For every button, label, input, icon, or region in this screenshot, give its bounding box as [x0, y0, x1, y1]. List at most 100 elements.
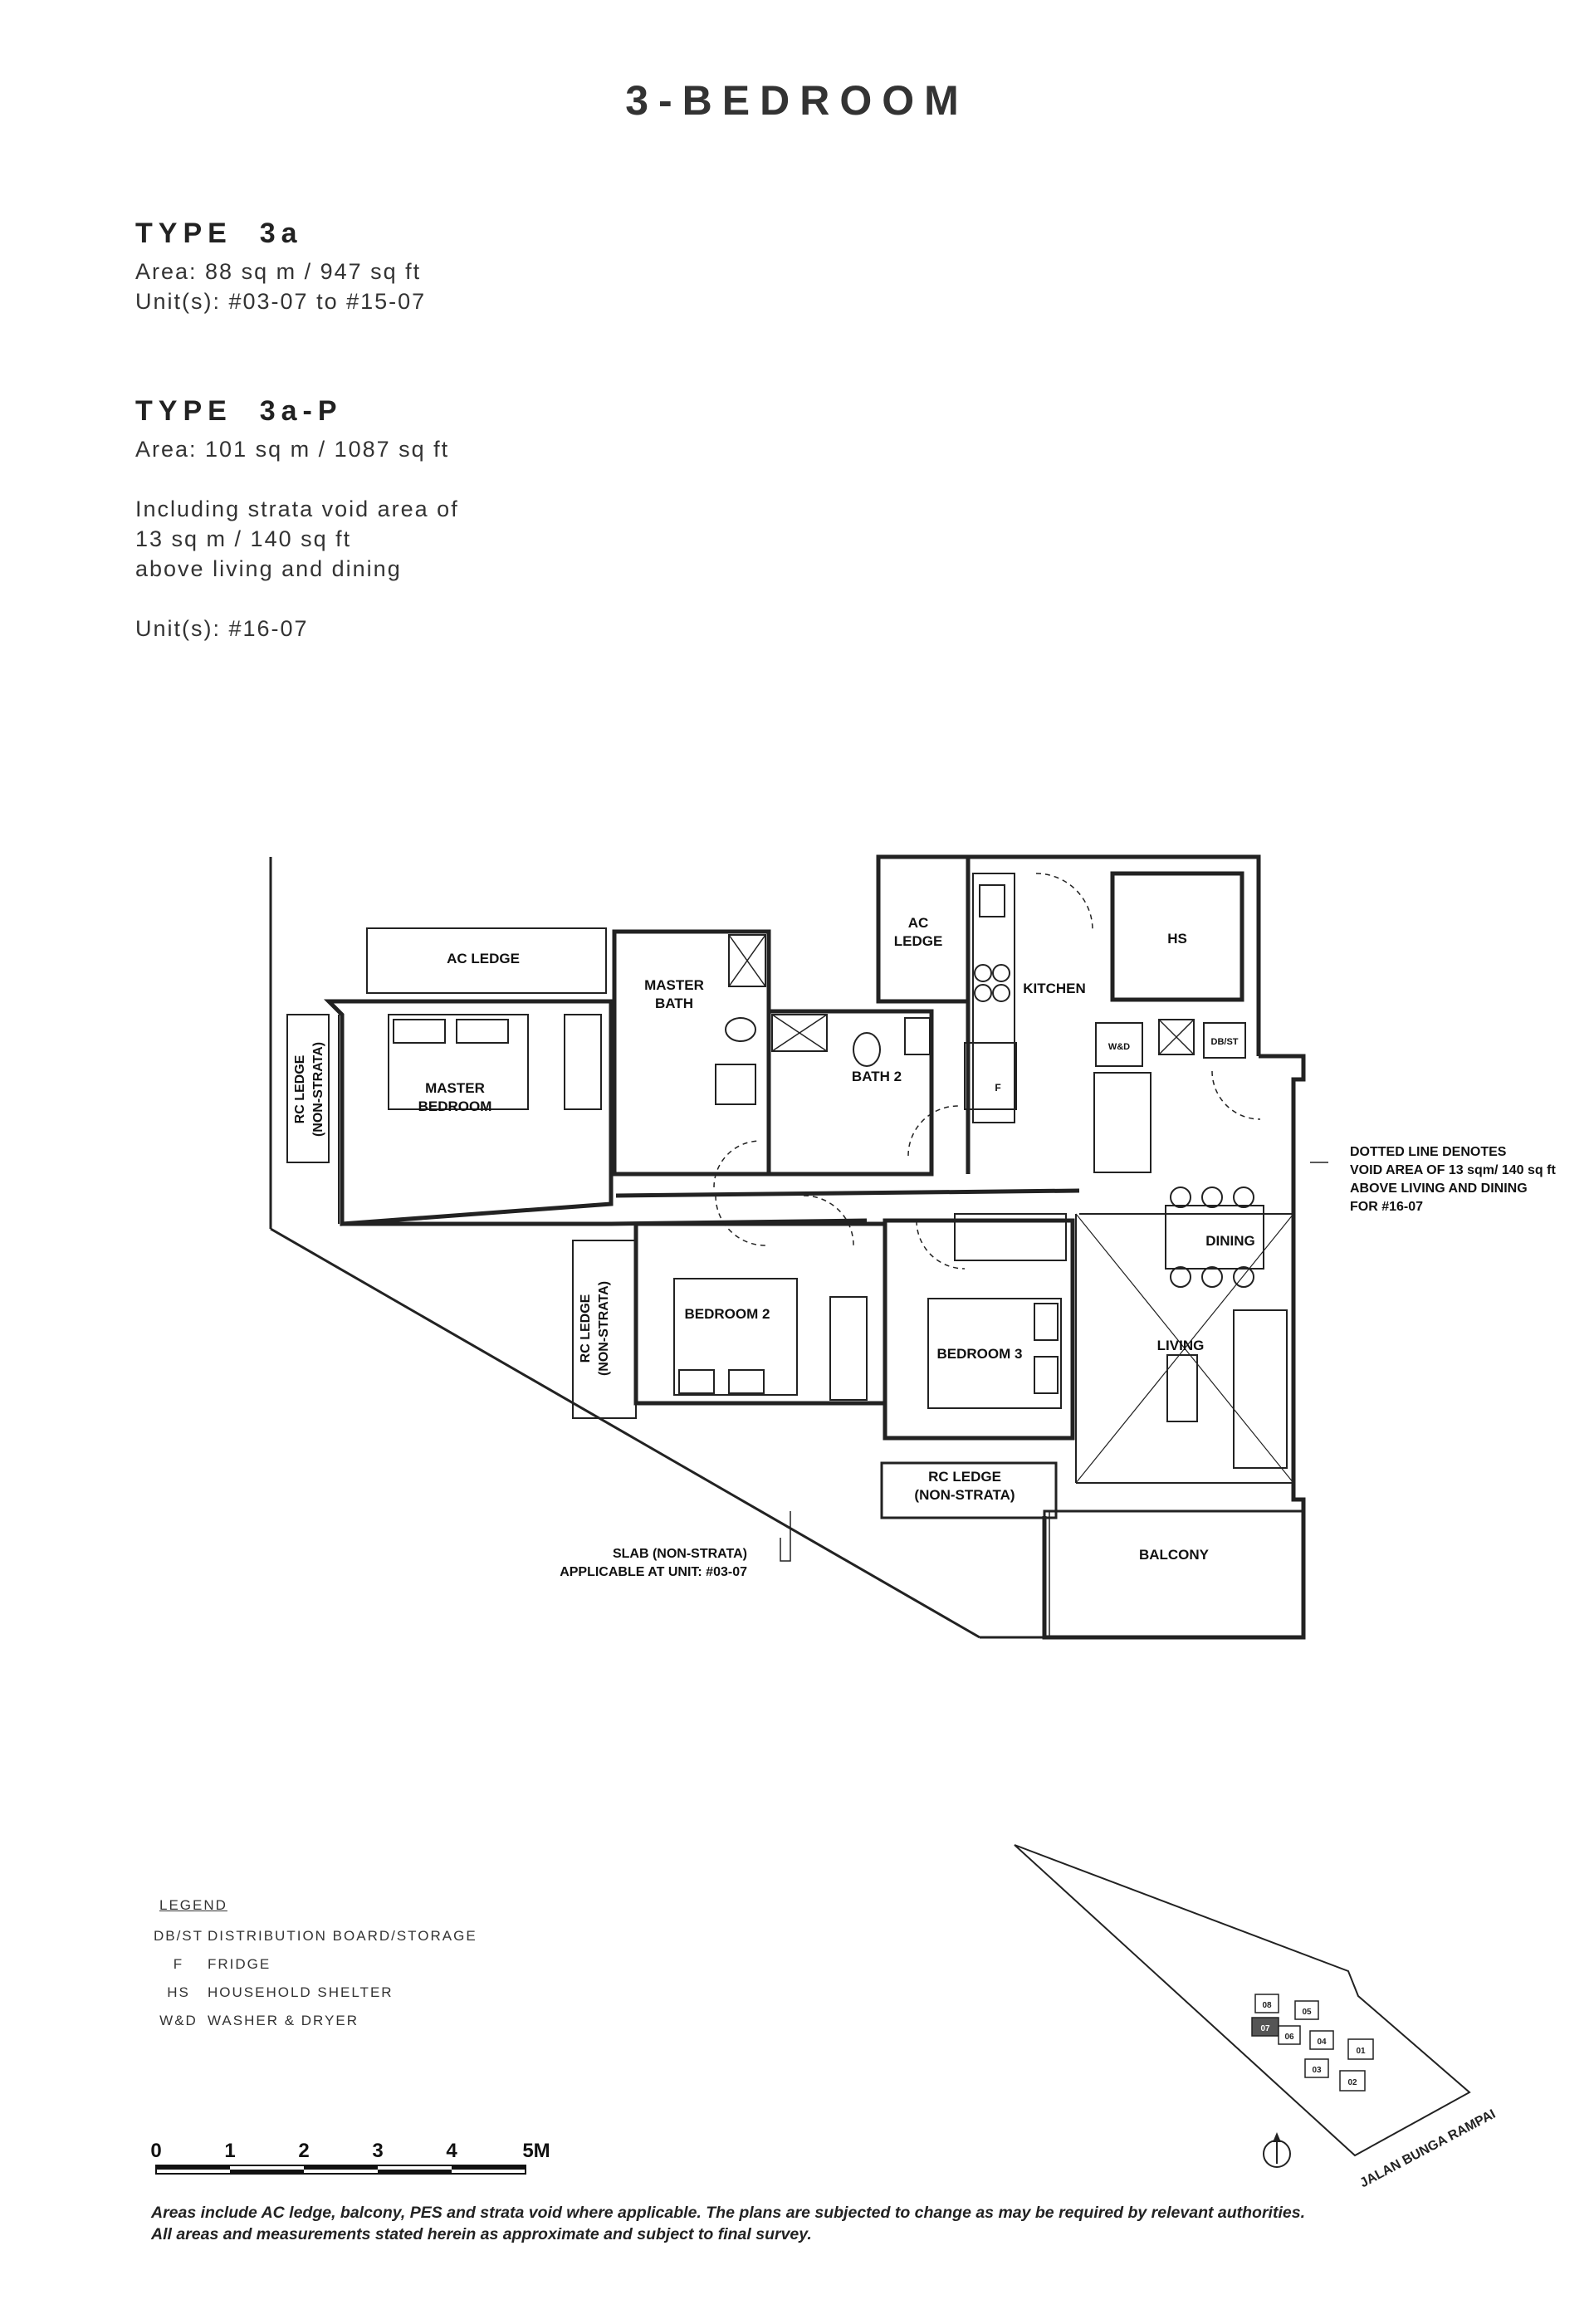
- key-unit-08: [1254, 1994, 1279, 2013]
- legend-title: LEGEND: [159, 1897, 227, 1913]
- type-3a-heading: TYPE 3a: [135, 218, 303, 249]
- label-ac-ledge-top-1: AC: [908, 915, 929, 931]
- legend-item: W&D WASHER & DRYER: [149, 2013, 581, 2041]
- type-3a-p-area: Area: 101 sq m / 1087 sq ft: [135, 437, 450, 462]
- key-unit-05: [1294, 2000, 1319, 2020]
- key-unit-01: [1347, 2038, 1374, 2060]
- master-bedroom-walls: [323, 999, 614, 1226]
- footnote-1: Areas include AC ledge, balcony, PES and…: [151, 2204, 1305, 2222]
- legend-abbr: W&D: [159, 2013, 198, 2028]
- kitchen-outer-walls: [878, 854, 1261, 1056]
- legend-item: HS HOUSEHOLD SHELTER: [149, 1984, 581, 2013]
- household-shelter: [1110, 871, 1244, 1002]
- label-living: LIVING: [1157, 1338, 1205, 1353]
- label-rc-ledge-mid-1: RC LEDGE: [579, 1294, 593, 1363]
- kitchen-counter: [972, 873, 1015, 1123]
- key-unit-label-02: 02: [1347, 2078, 1357, 2087]
- ac-ledge-left-outline: [366, 927, 607, 994]
- key-unit-label-06: 06: [1284, 2033, 1294, 2042]
- label-kitchen: KITCHEN: [1023, 981, 1086, 996]
- note-void-3: ABOVE LIVING AND DINING: [1350, 1182, 1528, 1196]
- type-3a-p-strata-1: Including strata void area of: [135, 497, 459, 521]
- bedroom-3-wardrobe: [954, 1213, 1067, 1261]
- dining-table: [1165, 1205, 1264, 1270]
- label-balcony: BALCONY: [1139, 1547, 1210, 1563]
- bedroom-2-wardrobe: [829, 1296, 868, 1401]
- label-bath-2: BATH 2: [852, 1069, 902, 1084]
- type-3a-p-strata-3: above living and dining: [135, 556, 402, 581]
- scale-label-2: 2: [298, 2140, 309, 2162]
- bath-2-basin: [904, 1017, 931, 1055]
- label-ac-ledge-left: AC LEDGE: [447, 951, 520, 966]
- scale-label-5m: 5M: [522, 2140, 550, 2162]
- key-unit-04: [1309, 2030, 1334, 2050]
- scale-bar: 0 1 2 3 4 5M: [150, 2140, 550, 2175]
- label-rc-ledge-left-1: RC LEDGE: [293, 1054, 307, 1123]
- note-void-4: FOR #16-07: [1350, 1200, 1423, 1214]
- legend-desc: DISTRIBUTION BOARD/STORAGE: [208, 1928, 477, 1944]
- legend-abbr: DB/ST: [153, 1928, 204, 1944]
- label-hs: HS: [1167, 931, 1187, 947]
- key-unit-03: [1304, 2058, 1329, 2078]
- label-rc-ledge-bottom-1: RC LEDGE: [928, 1469, 1001, 1485]
- scale-label-4: 4: [446, 2140, 457, 2162]
- key-plan: 08 05 07 06 04 01 03 02 JALAN BUNGA RAMP…: [1014, 1844, 1498, 2191]
- slab-leader: [780, 1511, 791, 1562]
- master-bath-shower: [728, 934, 766, 987]
- type-3a-area: Area: 88 sq m / 947 sq ft: [135, 259, 422, 284]
- bedroom-2-bed: [673, 1278, 798, 1396]
- balcony-outline: [1043, 1509, 1305, 1639]
- void-diagonal-2: [1075, 1213, 1294, 1484]
- label-ac-ledge-top-2: LEDGE: [894, 933, 943, 949]
- label-fridge: F: [995, 1082, 1000, 1094]
- type-3a-p-strata-2: 13 sq m / 140 sq ft: [135, 526, 352, 551]
- scale-label-3: 3: [372, 2140, 383, 2162]
- note-slab-2: APPLICABLE AT UNIT: #03-07: [560, 1565, 747, 1579]
- north-arrow-icon: [1263, 2132, 1291, 2168]
- page-title: 3-BEDROOM: [625, 77, 969, 124]
- master-bath-basin: [715, 1064, 756, 1105]
- master-bath-walls: [612, 929, 771, 1177]
- db-st: [1203, 1022, 1246, 1059]
- living-sofa: [1233, 1309, 1288, 1469]
- label-master-bath-2: BATH: [655, 996, 693, 1011]
- scale-label-1: 1: [224, 2140, 235, 2162]
- type-3a-p-units: Unit(s): #16-07: [135, 616, 309, 641]
- rc-ledge-left-outline: [286, 1014, 330, 1163]
- legend-item: DB/ST DISTRIBUTION BOARD/STORAGE: [149, 1928, 581, 1956]
- label-rc-ledge-left-2: (NON-STRATA): [311, 1042, 325, 1137]
- note-void-1: DOTTED LINE DENOTES: [1350, 1145, 1507, 1159]
- label-wd: W&D: [1108, 1042, 1130, 1052]
- type-3a-units: Unit(s): #03-07 to #15-07: [135, 289, 427, 314]
- key-plan-road-label: JALAN BUNGA RAMPAI: [1357, 2107, 1498, 2191]
- label-dining: DINING: [1205, 1233, 1255, 1249]
- legend-abbr: HS: [167, 1984, 190, 2000]
- washer-dryer: [1095, 1022, 1143, 1067]
- bath-2-shower: [771, 1014, 828, 1052]
- site-boundary-diagonal: [270, 1227, 980, 1639]
- key-unit-label-03: 03: [1312, 2066, 1322, 2075]
- label-rc-ledge-mid-2: (NON-STRATA): [597, 1281, 611, 1376]
- key-unit-02: [1339, 2070, 1366, 2092]
- key-unit-06: [1278, 2025, 1301, 2045]
- scale-label-0: 0: [150, 2140, 161, 2162]
- rc-ledge-mid-outline: [572, 1240, 637, 1419]
- label-master-bath-1: MASTER: [644, 977, 704, 993]
- label-master-bedroom-1: MASTER: [425, 1080, 485, 1096]
- type-3a-p-block: TYPE 3a-P Area: 101 sq m / 1087 sq ft In…: [135, 395, 459, 643]
- key-unit-label-04: 04: [1317, 2038, 1327, 2047]
- bath-2-walls: [766, 1009, 934, 1177]
- label-bedroom-2: BEDROOM 2: [685, 1306, 770, 1322]
- note-slab-1: SLAB (NON-STRATA): [613, 1547, 747, 1561]
- label-master-bedroom-2: BEDROOM: [418, 1098, 492, 1114]
- label-bedroom-3: BEDROOM 3: [937, 1346, 1023, 1362]
- type-3a-p-heading: TYPE 3a-P: [135, 395, 343, 427]
- label-dbst: DB/ST: [1211, 1037, 1239, 1047]
- type-3a-block: TYPE 3a Area: 88 sq m / 947 sq ft Unit(s…: [135, 218, 426, 316]
- bath-2-wc: [853, 1032, 881, 1067]
- note-void-2: VOID AREA OF 13 sqm/ 140 sq ft: [1350, 1163, 1556, 1177]
- legend-item: F FRIDGE: [149, 1956, 581, 1984]
- legend-desc: WASHER & DRYER: [208, 2013, 359, 2028]
- fridge: [964, 1042, 1017, 1110]
